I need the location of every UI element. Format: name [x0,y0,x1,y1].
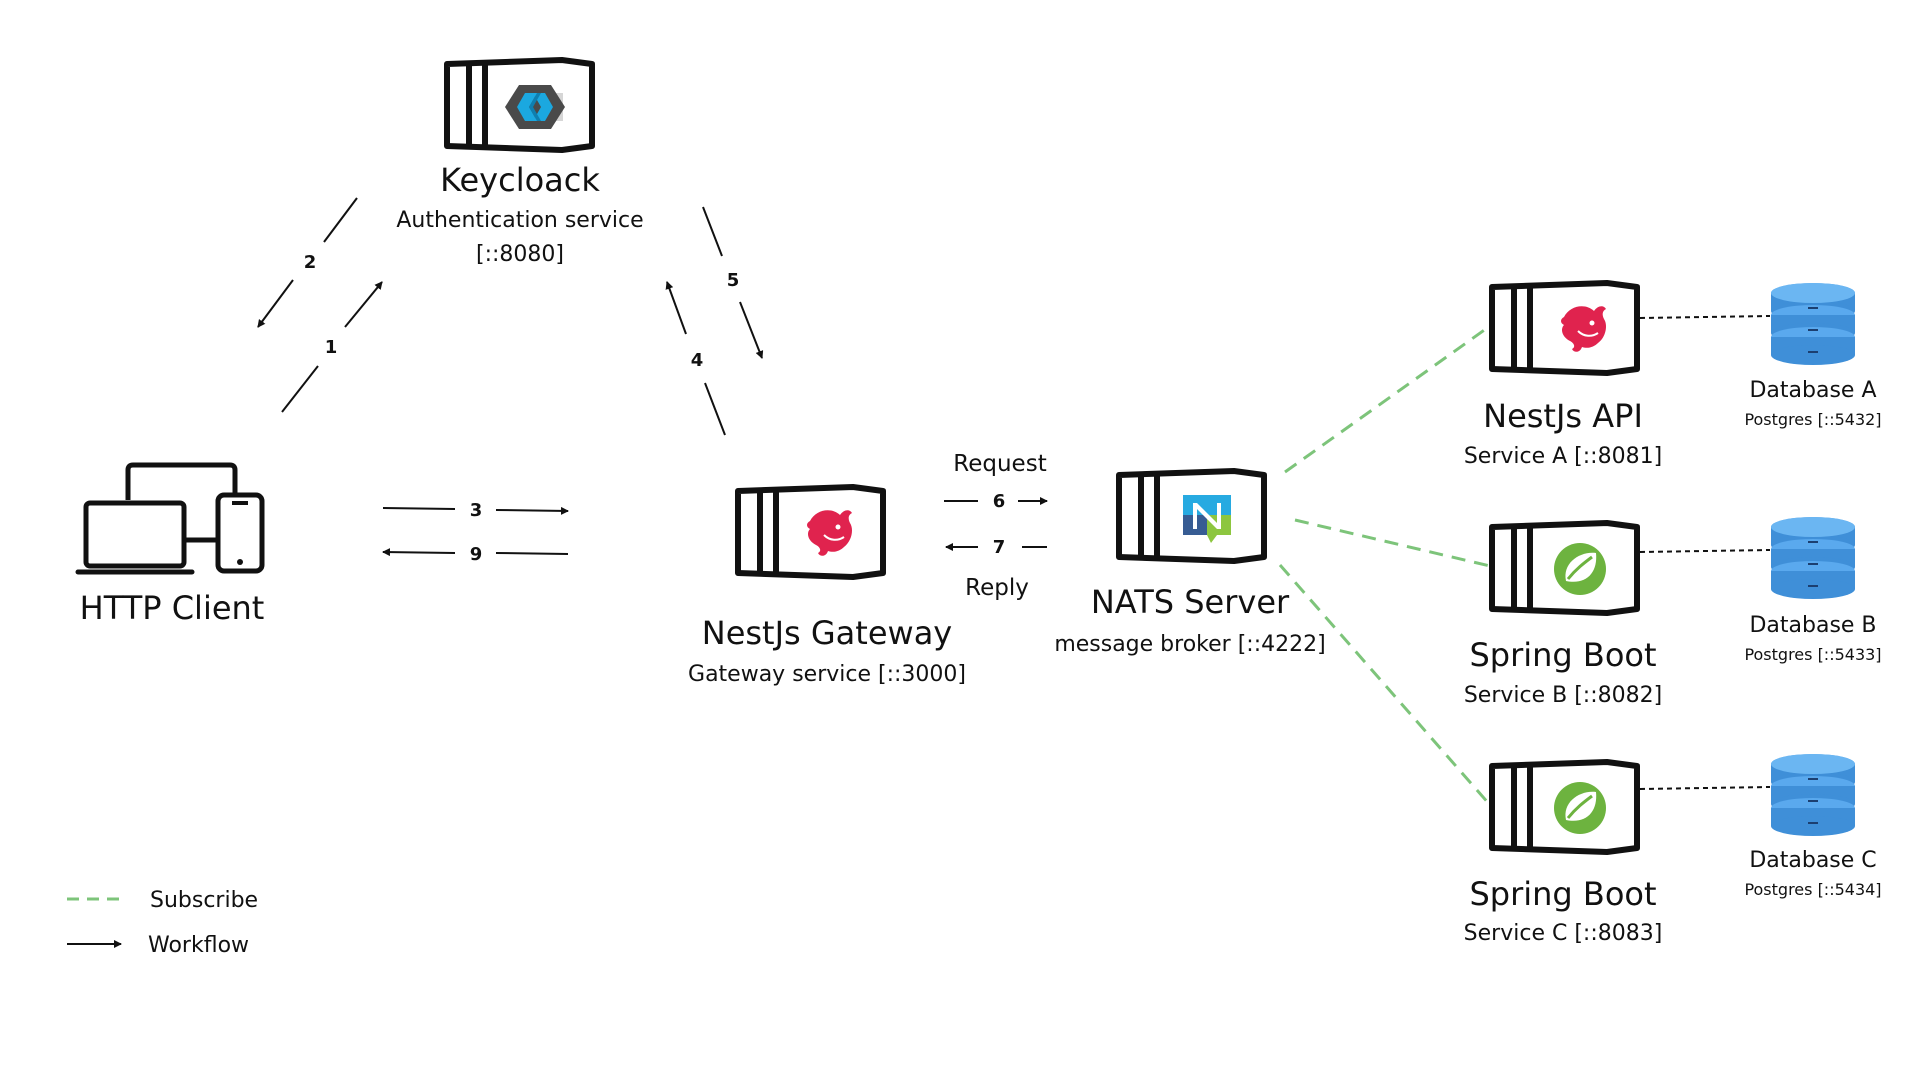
arrow-4-upper [665,281,687,335]
step-labels: 2 1 5 4 3 9 6 7 [304,252,1006,565]
step-3-label: 3 [470,500,483,521]
service-b-container [1492,523,1637,613]
arrow-4-lower [704,382,726,436]
database-a-title: Database A [1749,378,1876,403]
step-6-label: 6 [993,491,1006,512]
nats-desc: message broker [::4222] [1054,632,1325,657]
subscribe-line-b [1294,518,1491,568]
keycloak-title: Keycloack [440,161,600,199]
service-c-spring-icon [1552,780,1608,836]
database-c-icon [1771,754,1855,836]
service-c-container [1492,762,1637,852]
database-b-title: Database B [1749,613,1876,638]
subscribe-line-c [1278,564,1492,806]
keycloak-desc: Authentication service [396,208,643,233]
nats-icon [1183,495,1231,543]
database-b-desc: Postgres [::5433] [1744,645,1881,664]
db-link-b [1639,549,1771,553]
http-client-node: HTTP Client [75,462,265,627]
keycloak-icon [505,85,565,129]
db-link-a [1639,315,1771,319]
database-c-title: Database C [1749,848,1876,873]
keycloak-port: [::8080] [476,242,564,267]
request-label: Request [953,451,1046,477]
legend-workflow-label: Workflow [148,933,249,958]
gateway-container [738,487,883,577]
service-a-node: NestJs API Service A [::8081] [1464,283,1662,469]
subscribe-links [1278,324,1492,806]
service-b-node: Spring Boot Service B [::8082] [1464,523,1662,708]
arrow-9-right [495,552,569,555]
gateway-desc: Gateway service [::3000] [688,662,966,687]
arrow-9-left [382,548,456,557]
step-5-label: 5 [727,270,740,291]
database-a-node: Database A Postgres [::5432] [1744,283,1882,429]
arrow-1-lower [281,365,319,413]
step-1-label: 1 [325,337,338,358]
arrow-1-upper [344,281,383,328]
database-b-icon [1771,517,1855,599]
database-a-icon [1771,283,1855,365]
legend-subscribe-label: Subscribe [150,888,258,913]
keycloak-container [447,60,592,150]
database-b-node: Database B Postgres [::5433] [1744,517,1882,664]
devices-icon [75,462,265,575]
service-a-title: NestJs API [1483,397,1643,435]
database-a-desc: Postgres [::5432] [1744,410,1881,429]
step-2-label: 2 [304,252,317,273]
workflow-arrows [257,197,1048,557]
service-b-spring-icon [1552,541,1608,597]
database-c-node: Database C Postgres [::5434] [1744,754,1882,899]
service-b-desc: Service B [::8082] [1464,683,1662,708]
arrow-2-upper [323,197,358,243]
service-c-desc: Service C [::8083] [1464,921,1663,946]
service-c-title: Spring Boot [1469,875,1656,913]
gateway-title: NestJs Gateway [702,614,952,652]
service-a-desc: Service A [::8081] [1464,444,1662,469]
step-7-label: 7 [993,537,1006,558]
gateway-node: NestJs Gateway Gateway service [::3000] [688,487,966,687]
step-9-label: 9 [470,544,483,565]
service-a-container [1492,283,1637,373]
subscribe-line-a [1284,324,1491,474]
http-client-title: HTTP Client [80,589,265,627]
nats-title: NATS Server [1091,583,1290,621]
step-4-label: 4 [691,350,704,371]
nats-container [1119,471,1264,561]
arrow-2-lower [257,279,294,328]
arrow-5-lower [739,301,764,359]
arrow-3-right [495,506,569,515]
service-c-node: Spring Boot Service C [::8083] [1464,762,1663,946]
reply-label: Reply [965,575,1029,601]
arrow-3-left [382,507,456,510]
database-c-desc: Postgres [::5434] [1744,880,1881,899]
keycloak-node: Keycloack Authentication service [::8080… [396,60,644,267]
service-b-title: Spring Boot [1469,636,1656,674]
db-link-c [1639,786,1771,790]
nats-node: NATS Server message broker [::4222] [1054,471,1326,657]
legend: Subscribe Workflow [67,888,258,958]
database-links [1639,315,1771,790]
arrow-5-upper [702,206,723,257]
